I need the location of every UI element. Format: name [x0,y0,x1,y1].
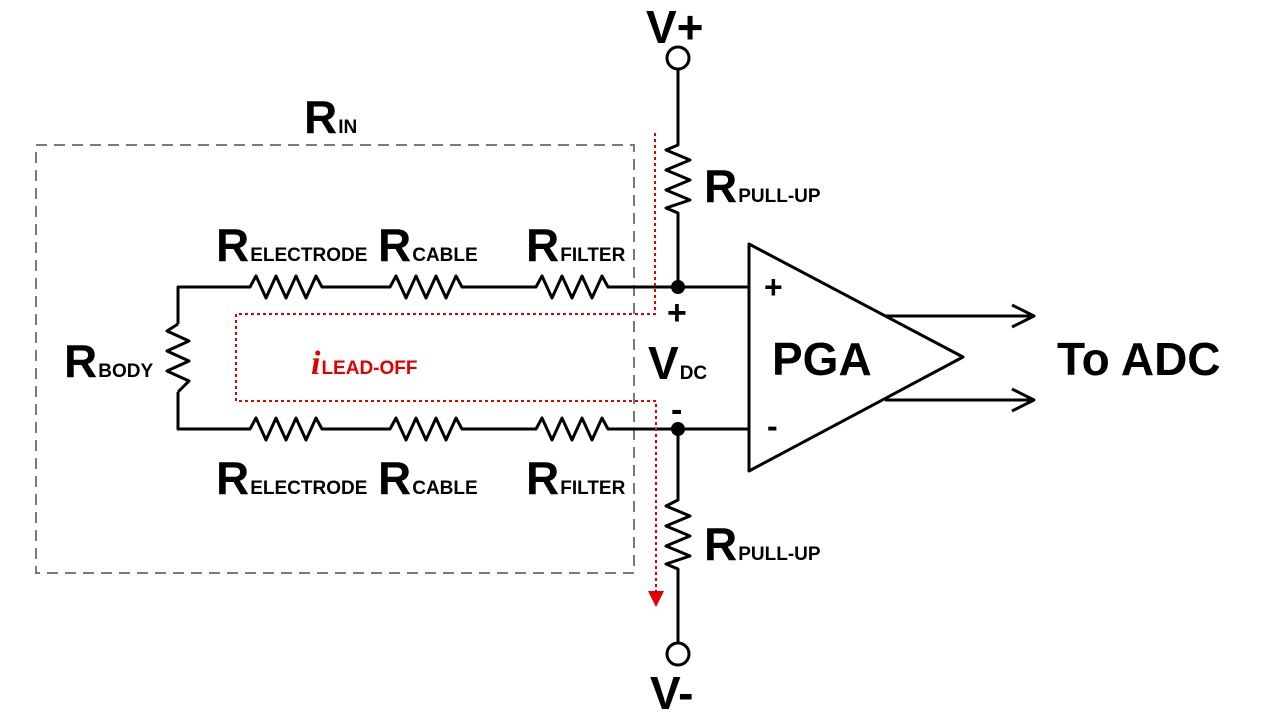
pga-plus-input-label: + [764,269,783,305]
r-body-label: RBODY [64,335,154,387]
r-in-label: RIN [304,91,358,143]
pga-minus-input-label: - [767,408,778,444]
r-filter-top-label: RFILTER [526,219,626,271]
top-signal-line [176,274,748,324]
r-filter-bottom-label: RFILTER [526,452,626,504]
pga-label: PGA [772,333,872,385]
v-dc-label: VDC [648,337,708,389]
pga-amplifier [747,242,965,473]
r-electrode-bottom-label: RELECTRODE [216,452,368,504]
output-label: To ADC [1057,333,1221,385]
v-dc-minus-sign: - [671,391,683,429]
v-dc-plus-sign: + [667,294,687,332]
r-pull-up-top-resistor [664,69,692,287]
r-cable-top-label: RCABLE [378,219,478,271]
output-arrow-top [1011,303,1036,329]
vminus-label: V- [650,667,694,719]
vminus-terminal [665,641,691,667]
r-electrode-top-label: RELECTRODE [216,219,368,271]
r-body-resistor [165,322,191,394]
vplus-label: V+ [646,1,704,53]
output-arrow-bottom [1011,387,1036,413]
top-junction-dot [671,280,685,294]
bottom-signal-line [176,392,748,442]
r-pull-up-bottom-resistor [664,429,692,643]
rin-boundary-box [35,144,635,574]
lead-off-arrowhead [648,591,664,607]
r-cable-bottom-label: RCABLE [378,452,478,504]
r-pull-up-top-label: RPULL-UP [704,160,821,212]
r-pull-up-bottom-label: RPULL-UP [704,518,821,570]
lead-off-current-path [235,133,657,592]
i-lead-off-label: iLEAD-OFF [311,345,418,382]
bottom-junction-dot [671,422,685,436]
